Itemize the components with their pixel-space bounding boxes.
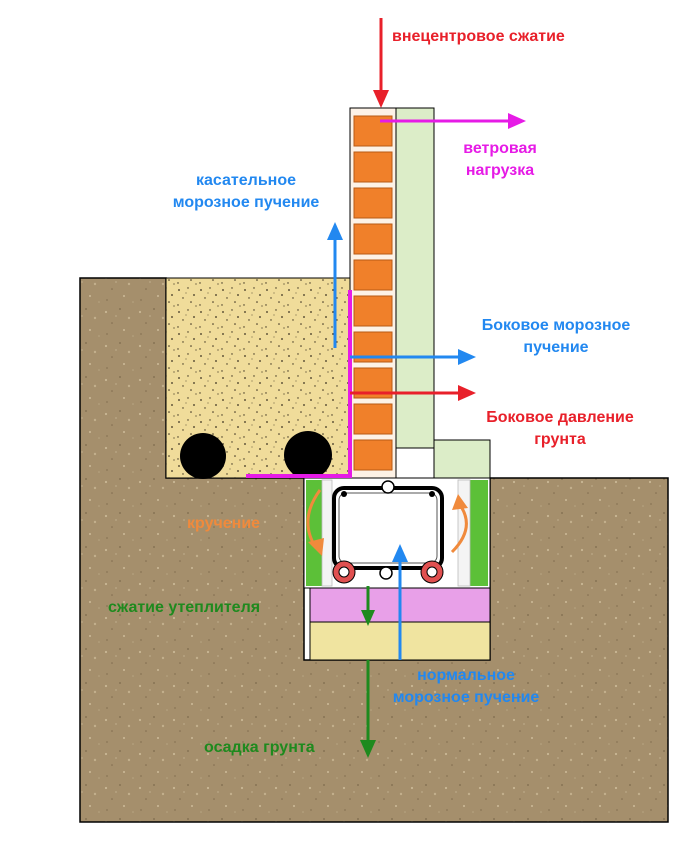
rebar-cage bbox=[332, 480, 444, 584]
label-normal-frost-line2: морозное пучение bbox=[393, 689, 540, 706]
green-board-right bbox=[470, 480, 488, 586]
label-wind-load-line2: нагрузка bbox=[466, 162, 534, 179]
lateral-soil-pressure-arrow bbox=[350, 385, 476, 401]
insulation-compression-arrow bbox=[361, 586, 375, 626]
plinth-insulation bbox=[433, 439, 491, 479]
normal-frost-heave-arrow bbox=[392, 544, 408, 660]
label-tangential-line1: касательное bbox=[196, 172, 296, 189]
torsion-arrows bbox=[306, 489, 468, 556]
label-lateral-soil-line2: грунта bbox=[534, 431, 586, 448]
drain-pipe-left bbox=[180, 433, 226, 479]
label-wind-load-line1: ветровая bbox=[463, 140, 537, 157]
label-tangential-line2: морозное пучение bbox=[173, 194, 320, 211]
brick-wall bbox=[349, 107, 397, 479]
waterproofing-line bbox=[246, 290, 352, 478]
label-insulation-compression: сжатие утеплителя bbox=[108, 599, 260, 616]
label-normal-frost-line1: нормальное bbox=[417, 667, 515, 684]
soil-settlement-arrow bbox=[360, 660, 376, 758]
label-lateral-frost-line2: пучение bbox=[523, 339, 588, 356]
eccentric-compression-arrow bbox=[373, 18, 389, 108]
drain-pipe-right bbox=[284, 431, 332, 479]
label-torsion: кручение bbox=[187, 515, 260, 532]
label-soil-settlement: осадка грунта bbox=[204, 739, 315, 756]
label-lateral-soil-line1: Боковое давление bbox=[486, 409, 634, 426]
wind-load-arrow bbox=[380, 113, 526, 129]
wall-insulation bbox=[395, 107, 435, 449]
tangential-frost-heave-arrow bbox=[327, 222, 343, 348]
lateral-frost-heave-arrow bbox=[350, 349, 476, 365]
label-eccentric-compression: внецентровое сжатие bbox=[392, 28, 565, 45]
label-lateral-frost-line1: Боковое морозное bbox=[482, 317, 631, 334]
